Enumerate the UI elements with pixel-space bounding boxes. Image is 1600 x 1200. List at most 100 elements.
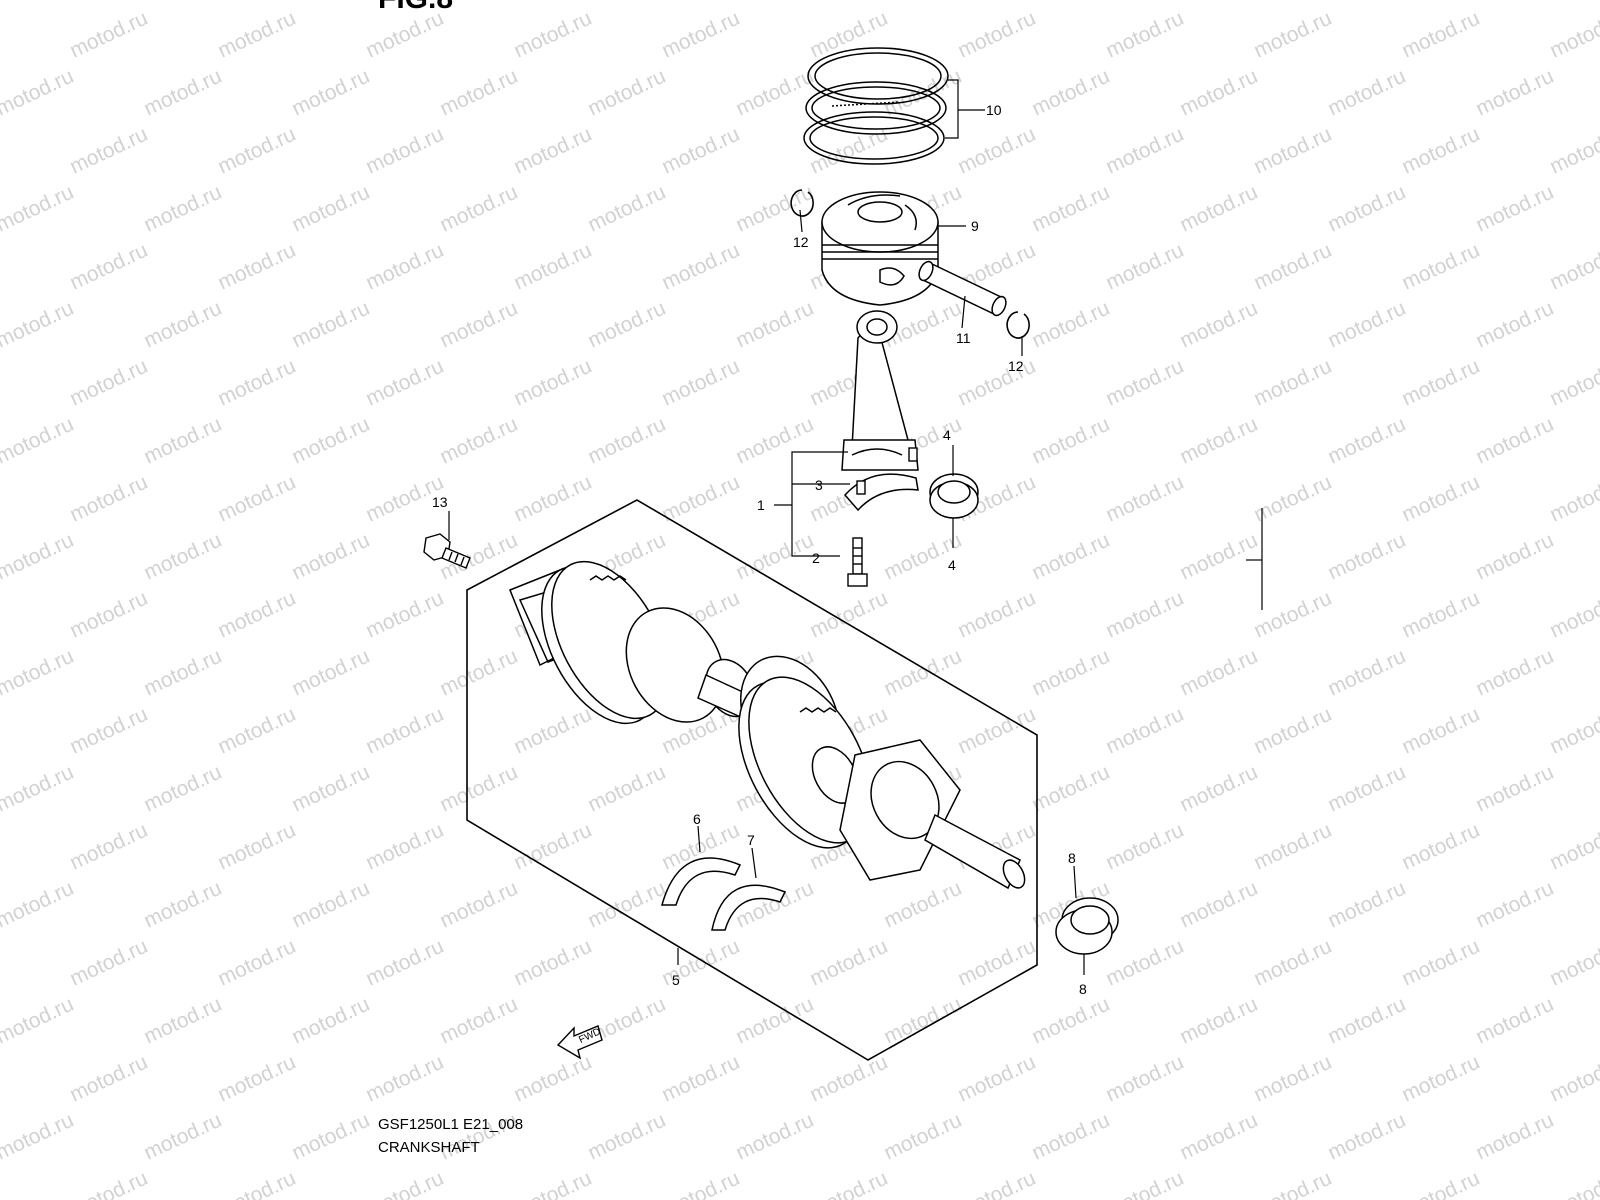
watermark-text: motod.ru: [658, 7, 743, 63]
watermark-text: motod.ru: [1250, 1167, 1335, 1200]
watermark-text: motod.ru: [1546, 1167, 1600, 1200]
watermark-text: motod.ru: [1398, 471, 1483, 527]
main-bearing[interactable]: [1055, 897, 1119, 955]
watermark-text: motod.ru: [288, 645, 373, 701]
piston-pin[interactable]: [916, 259, 1008, 317]
watermark-text: motod.ru: [510, 471, 595, 527]
watermark-text: motod.ru: [436, 645, 521, 701]
conrod-nut-2[interactable]: [908, 447, 918, 462]
watermark-text: motod.ru: [1176, 0, 1261, 5]
conrod-bearing[interactable]: [929, 473, 979, 519]
watermark-text: motod.ru: [1250, 123, 1335, 179]
watermark-text: motod.ru: [732, 297, 817, 353]
watermark-text: motod.ru: [1324, 645, 1409, 701]
watermark-text: motod.ru: [288, 1109, 373, 1165]
watermark-text: motod.ru: [1176, 993, 1261, 1049]
watermark-text: motod.ru: [0, 471, 3, 527]
watermark-text: motod.ru: [658, 1051, 743, 1107]
watermark-text: motod.ru: [1546, 355, 1600, 411]
watermark-text: motod.ru: [658, 1167, 743, 1200]
watermark-text: motod.ru: [1546, 1051, 1600, 1107]
flange-bolt[interactable]: [423, 533, 471, 569]
watermark-text: motod.ru: [954, 7, 1039, 63]
watermark-text: motod.ru: [1250, 587, 1335, 643]
watermark-text: motod.ru: [510, 355, 595, 411]
conrod-bolt[interactable]: [847, 537, 868, 587]
watermark-text: motod.ru: [436, 413, 521, 469]
watermark-text: motod.ru: [1398, 935, 1483, 991]
watermark-text: motod.ru: [1028, 181, 1113, 237]
watermark-text: motod.ru: [1472, 181, 1557, 237]
watermark-text: motod.ru: [658, 123, 743, 179]
watermark-text: motod.ru: [66, 7, 151, 63]
watermark-text: motod.ru: [880, 993, 965, 1049]
watermark-text: motod.ru: [1398, 587, 1483, 643]
callout-5: 5: [672, 972, 680, 988]
model-code: GSF1250L1 E21_008: [378, 1116, 524, 1133]
watermark-text: motod.ru: [0, 239, 3, 295]
watermark-text: motod.ru: [1398, 7, 1483, 63]
watermark-text: motod.ru: [288, 877, 373, 933]
watermark-text: motod.ru: [732, 413, 817, 469]
watermark-text: motod.ru: [362, 819, 447, 875]
watermark-text: motod.ru: [0, 355, 3, 411]
callout-8-bottom: 8: [1079, 981, 1087, 997]
conrod-nut[interactable]: [856, 480, 866, 495]
watermark-text: motod.ru: [66, 1051, 151, 1107]
watermark-text: motod.ru: [362, 123, 447, 179]
watermark-text: motod.ru: [880, 1109, 965, 1165]
watermark-text: motod.ru: [1324, 877, 1409, 933]
watermark-text: motod.ru: [1028, 413, 1113, 469]
watermark-text: motod.ru: [1102, 355, 1187, 411]
watermark-text: motod.ru: [436, 297, 521, 353]
watermark-text: motod.ru: [1102, 935, 1187, 991]
callout-1: 1: [757, 497, 765, 513]
watermark-text: motod.ru: [584, 0, 669, 5]
piston[interactable]: [821, 191, 939, 306]
watermark-text: motod.ru: [510, 1167, 595, 1200]
watermark-text: motod.ru: [584, 65, 669, 121]
thrust-bearing-7[interactable]: [711, 884, 787, 931]
watermark-text: motod.ru: [732, 1109, 817, 1165]
watermark-text: motod.ru: [954, 123, 1039, 179]
watermark-text: motod.ru: [140, 761, 225, 817]
piston-ring-set[interactable]: [803, 47, 949, 165]
watermark-text: motod.ru: [1250, 703, 1335, 759]
watermark-text: motod.ru: [1176, 65, 1261, 121]
watermark-text: motod.ru: [732, 993, 817, 1049]
circlip-right[interactable]: [1006, 311, 1030, 339]
watermark-text: motod.ru: [0, 413, 77, 469]
watermark-text: motod.ru: [806, 123, 891, 179]
watermark-text: motod.ru: [1028, 645, 1113, 701]
conrod-cap[interactable]: [843, 473, 919, 512]
watermark-text: motod.ru: [1546, 935, 1600, 991]
callout-4-top: 4: [943, 427, 951, 443]
watermark-text: motod.ru: [658, 355, 743, 411]
crankshaft[interactable]: [509, 542, 1029, 891]
watermark-text: motod.ru: [732, 877, 817, 933]
watermark-text: motod.ru: [510, 123, 595, 179]
watermark-text: motod.ru: [954, 935, 1039, 991]
watermark-text: motod.ru: [1028, 1109, 1113, 1165]
watermark-text: motod.ru: [1250, 819, 1335, 875]
watermark-text: motod.ru: [140, 297, 225, 353]
watermark-text: motod.ru: [214, 1167, 299, 1200]
thrust-bearing-6[interactable]: [661, 857, 742, 906]
watermark-text: motod.ru: [1546, 819, 1600, 875]
connecting-rod[interactable]: [841, 310, 919, 471]
watermark-text: motod.ru: [140, 645, 225, 701]
watermark-text: motod.ru: [1028, 65, 1113, 121]
watermark-text: motod.ru: [1398, 239, 1483, 295]
watermark-text: motod.ru: [214, 7, 299, 63]
circlip-left[interactable]: [790, 189, 814, 217]
watermark-text: motod.ru: [1102, 123, 1187, 179]
watermark-text: motod.ru: [1472, 877, 1557, 933]
watermark-text: motod.ru: [954, 1051, 1039, 1107]
watermark-text: motod.ru: [1472, 0, 1557, 5]
watermark-text: motod.ru: [510, 819, 595, 875]
watermark-text: motod.ru: [1324, 993, 1409, 1049]
watermark-text: motod.ru: [1472, 529, 1557, 585]
watermark-text: motod.ru: [214, 471, 299, 527]
watermark-text: motod.ru: [66, 355, 151, 411]
watermark-text: motod.ru: [288, 413, 373, 469]
